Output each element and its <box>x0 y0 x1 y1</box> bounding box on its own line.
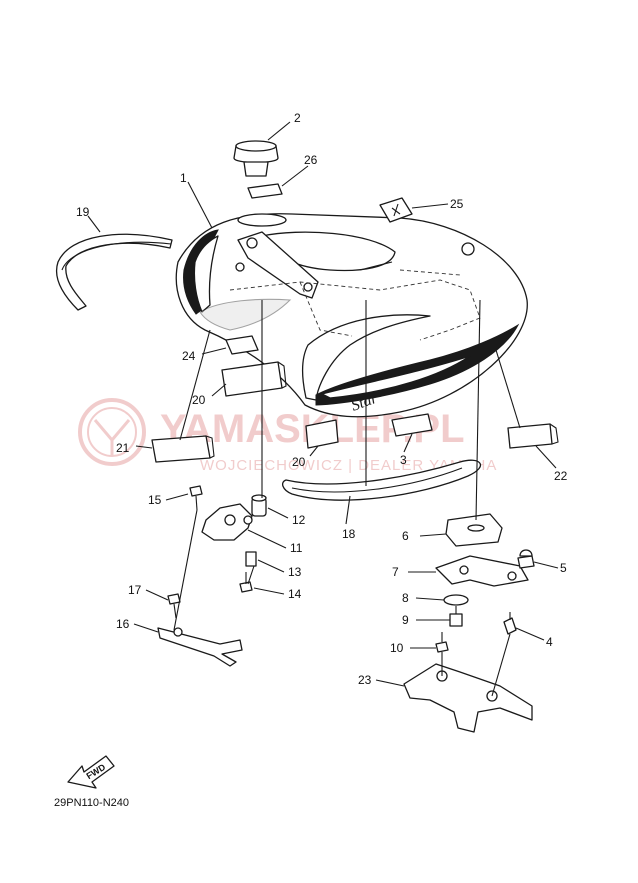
callout-22: 22 <box>554 469 568 483</box>
part-21-pad <box>151 435 215 463</box>
part-17-bolt <box>167 593 181 619</box>
callout-8: 8 <box>402 591 409 605</box>
callout-20-left: 20 <box>192 393 206 407</box>
part-3-pad <box>391 413 433 437</box>
callout-20-right: 20 <box>292 455 306 469</box>
part-23-pad <box>225 335 259 355</box>
watermark: YAMASKLEP.PL WOJCIECHOWICZ | DEALER YAMA… <box>78 398 497 474</box>
callout-17: 17 <box>128 583 142 597</box>
part-14-bolt <box>239 572 253 593</box>
callout-21: 21 <box>116 441 130 455</box>
part-25-bracket <box>403 663 533 733</box>
callout-9: 9 <box>402 613 409 627</box>
watermark-sub: WOJCIECHOWICZ | DEALER YAMAHA <box>200 457 497 474</box>
fwd-arrow-icon: FWD <box>67 755 115 789</box>
callout-15: 15 <box>148 493 162 507</box>
callout-4: 4 <box>546 635 553 649</box>
part-15-bolt <box>189 485 203 511</box>
part-11-bracket <box>201 503 253 541</box>
callout-24: 25 <box>450 197 464 211</box>
part-20-pad-left <box>221 361 287 397</box>
callout-13: 13 <box>288 565 302 579</box>
part-1-fuel-tank: Star <box>175 213 528 418</box>
part-16-bracket <box>157 627 243 667</box>
callout-16: 16 <box>116 617 130 631</box>
callout-1: 1 <box>180 171 187 185</box>
part-2-filler-cap <box>233 140 279 177</box>
callouts: 2 26 1 19 25 24 20 21 20 3 22 18 15 12 1… <box>76 111 568 687</box>
part-19-strip <box>55 233 173 311</box>
part-4-bolt <box>503 612 517 635</box>
part-24-flag-label <box>379 197 413 223</box>
callout-10: 10 <box>390 641 404 655</box>
part-5-nut <box>517 549 535 569</box>
callout-3: 3 <box>400 453 407 467</box>
callout-11: 11 <box>290 541 303 555</box>
callout-7: 7 <box>392 565 399 579</box>
part-22-pad <box>507 423 559 449</box>
leader-lines <box>87 121 559 697</box>
callout-19: 19 <box>76 205 90 219</box>
watermark-logo <box>78 398 146 466</box>
callout-26: 26 <box>304 153 318 167</box>
callout-6: 6 <box>402 529 409 543</box>
part-8-washer <box>443 594 469 606</box>
callout-2: 2 <box>294 111 301 125</box>
callout-5: 5 <box>560 561 567 575</box>
part-26-label <box>247 183 283 199</box>
part-13-collar <box>245 551 257 567</box>
callout-14: 14 <box>288 587 302 601</box>
part-18-strip <box>281 459 482 501</box>
part-10-bolt <box>435 632 449 653</box>
part-6-damper <box>445 513 503 547</box>
tank-top-bracket <box>235 231 319 299</box>
callout-25: 23 <box>358 673 372 687</box>
part-9-collar <box>449 613 463 627</box>
callout-23: 24 <box>182 349 196 363</box>
callout-12: 12 <box>292 513 306 527</box>
part-20-pad-right <box>305 419 339 449</box>
part-7-bracket <box>435 555 529 587</box>
diagram-code: 29PN110-N240 <box>54 797 129 809</box>
part-12-grommet <box>251 494 267 517</box>
callout-18: 18 <box>342 527 356 541</box>
